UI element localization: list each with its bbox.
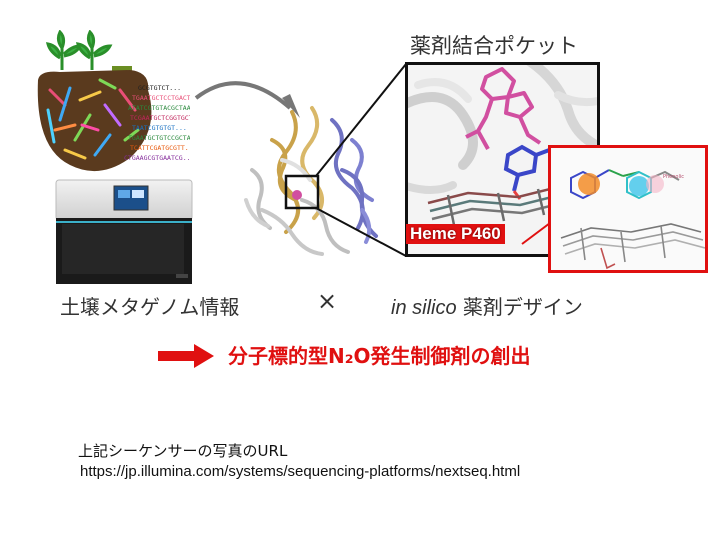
plant-icon	[45, 29, 132, 74]
caption-photo-source: 上記シーケンサーの写真のURL	[78, 442, 288, 460]
sequencer-image	[52, 178, 197, 286]
ligand-pharmacophore-icon: Phenolic	[560, 169, 705, 270]
sequencer-icon	[55, 179, 193, 284]
soil-metagenome-illustration: GCGTGTCT... TGAATGCTCCTGACT... ATATCGTGT…	[20, 29, 218, 180]
svg-text:CTGAAGCGTGAATCG...: CTGAAGCGTGAATCG...	[124, 154, 190, 162]
protein-icon	[244, 106, 378, 256]
svg-text:Phenolic: Phenolic	[663, 174, 684, 180]
protein-structure-image	[232, 100, 402, 265]
red-arrow-icon	[158, 344, 214, 368]
soil-icon: GCGTGTCT... TGAATGCTCCTGACT... ATATCGTGT…	[37, 29, 218, 172]
curved-arrow-icon	[194, 81, 300, 118]
hydrophobic-sphere-icon	[578, 173, 600, 195]
drug-design-text: 薬剤デザイン	[456, 295, 583, 319]
polar-sphere-icon	[646, 175, 664, 193]
insilico-italic-text: in silico	[391, 297, 457, 319]
svg-text:TCATTCGATGCGTT...: TCATTCGATGCGTT...	[130, 144, 190, 152]
aromatic-sphere-icon	[629, 176, 649, 196]
svg-text:TGAATGCTGTCCGCTAATCG...: TGAATGCTGTCCGCTAATCG...	[128, 134, 190, 142]
svg-text:GCGTGTCT...: GCGTGTCT...	[138, 84, 181, 92]
times-symbol: ×	[317, 287, 338, 315]
zoom-connector-lines	[315, 63, 407, 257]
dna-sequence-text: GCGTGTCT... TGAATGCTCCTGACT... ATATCGTGT…	[124, 84, 218, 162]
insilico-drug-design-label: in silico 薬剤デザイン	[391, 291, 583, 320]
goal-text: 分子標的型N₂O発生制御剤の創出	[228, 344, 531, 368]
pocket-title: 薬剤結合ポケット	[410, 34, 578, 58]
soil-metagenome-label: 土壌メタゲノム情報	[60, 295, 240, 319]
heme-p460-label: Heme P460	[406, 224, 505, 244]
ligand-inset-image: Phenolic	[548, 145, 708, 273]
caption-url: https://jp.illumina.com/systems/sequenci…	[80, 463, 521, 480]
svg-text:TAATCGTGTGT...: TAATCGTGTGT...	[132, 124, 187, 132]
svg-text:TGAATGCTCCTGACT...: TGAATGCTCCTGACT...	[132, 94, 190, 102]
